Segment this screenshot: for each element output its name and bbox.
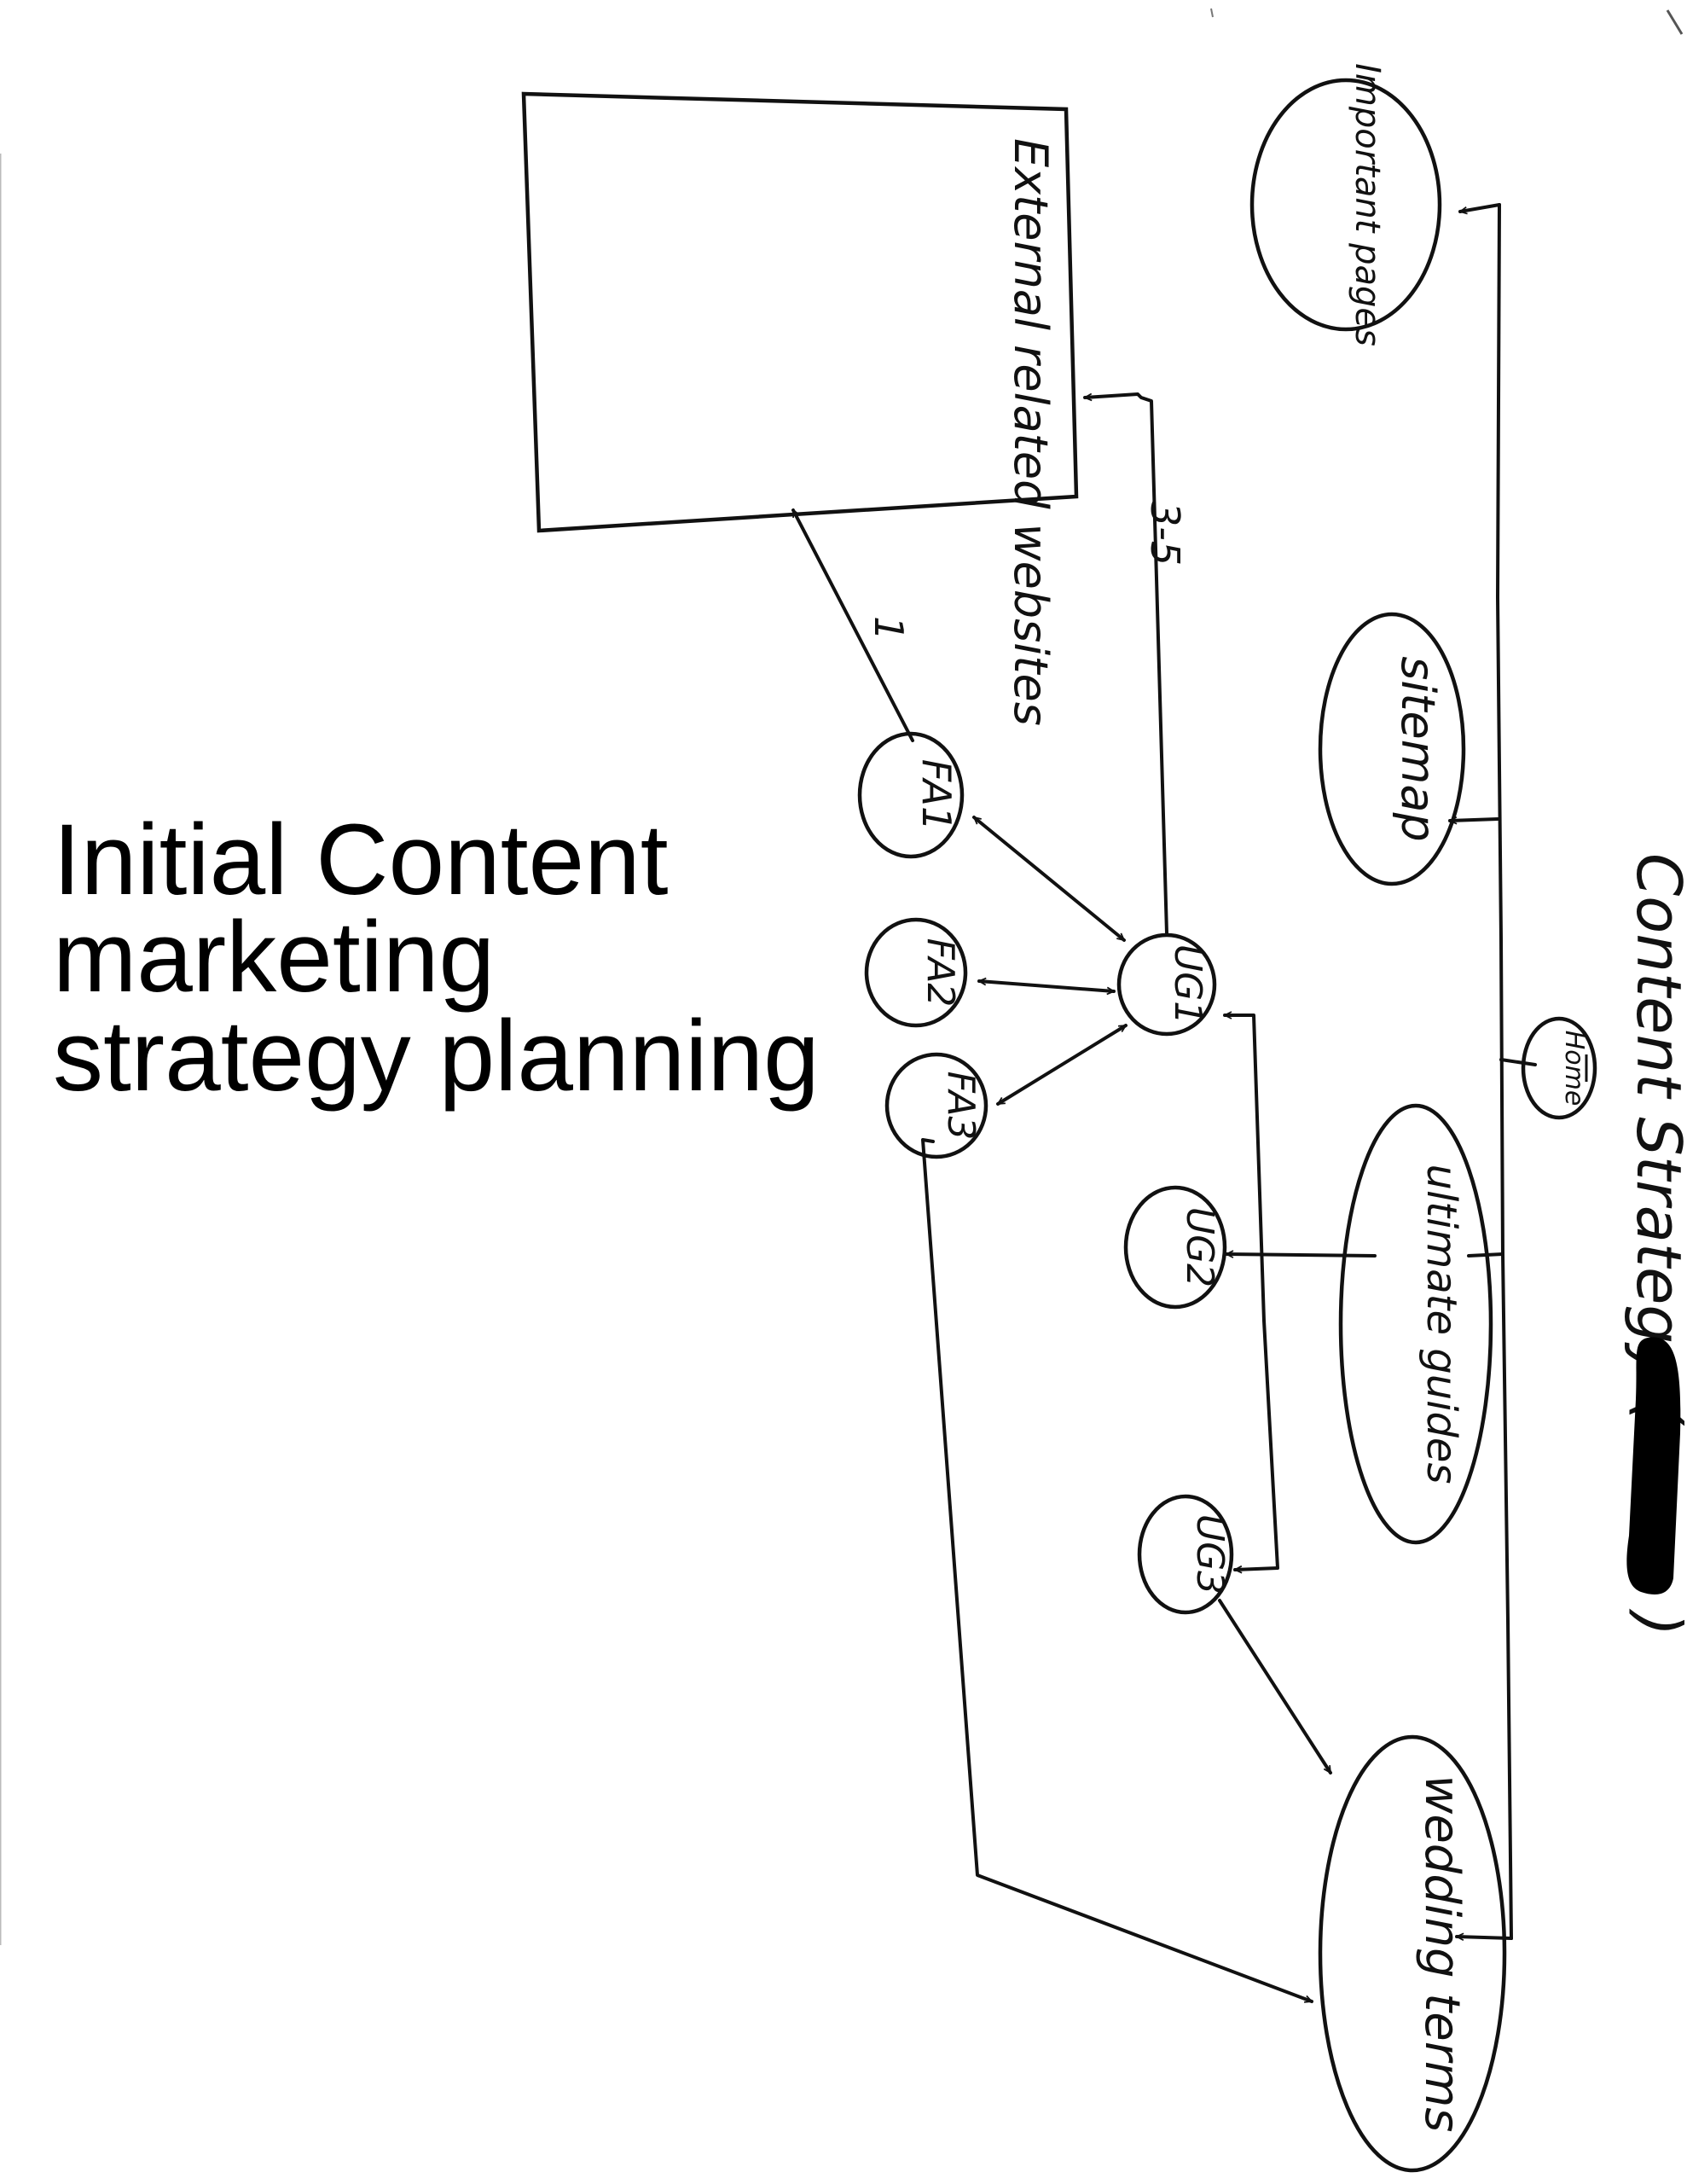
home-label: Home <box>1559 1031 1589 1107</box>
external-websites-box <box>521 91 1079 533</box>
edge-fa3-wedding-terms <box>921 1138 1313 2003</box>
wedding-terms-node: wedding terms <box>1318 1734 1507 2173</box>
edge-ultimate-guides-ug2 <box>1225 1254 1377 1256</box>
fa1-label: FA1 <box>913 759 959 832</box>
fa3-shape <box>884 1052 988 1159</box>
edge-fa1-external <box>791 508 914 742</box>
fa3-label: FA3 <box>939 1072 983 1141</box>
sitemap-node: sitemap <box>1318 612 1466 886</box>
page-title: Initial Content marketing strategy plann… <box>53 804 820 1112</box>
important-pages-label: Important pages <box>1348 63 1387 346</box>
edge-label-3-5: 3-5 <box>1142 502 1188 566</box>
scan-edge-marks <box>0 8 1684 1945</box>
edge-fa1-ug1 <box>972 816 1126 942</box>
edge-fa3-ug1 <box>996 1024 1128 1106</box>
fa1-shape <box>857 731 965 859</box>
fa1-node: FA1 <box>857 731 965 859</box>
title-line-1: Initial Content <box>53 804 669 916</box>
fa2-shape <box>864 917 968 1028</box>
wedding-terms-label: wedding terms <box>1414 1775 1470 2133</box>
external-websites-label: External related websites <box>1004 138 1058 726</box>
edge-trunk-important-pages <box>1458 203 1501 212</box>
edge-ug1-external <box>1083 392 1168 935</box>
connections <box>791 203 1537 2003</box>
home-node: Home <box>1521 1016 1597 1120</box>
content-strategy-header: Content Strategy ( ) <box>1623 853 1687 1636</box>
ug2-label: UG2 <box>1178 1207 1221 1287</box>
edge-trunk-wedding-terms <box>1455 1937 1513 1938</box>
ug3-node: UG3 <box>1137 1494 1234 1615</box>
fa2-label: FA2 <box>919 938 962 1008</box>
fa3-node: FA3 <box>884 1052 988 1159</box>
closing-paren: ) <box>1623 1608 1687 1636</box>
home-shape <box>1521 1016 1597 1120</box>
sitemap-shape <box>1318 612 1466 886</box>
ultimate-guides-shape <box>1338 1103 1493 1545</box>
important-pages-node: Important pages <box>1249 63 1442 346</box>
edge-home-trunk <box>1499 1058 1537 1066</box>
edge-ug3-wedding-terms <box>1218 1599 1332 1774</box>
ug1-node: UG1 <box>1116 932 1217 1037</box>
sitemap-label: sitemap <box>1391 656 1445 842</box>
main-trunk-line <box>1496 203 1513 1940</box>
external-websites-node: External related websites <box>521 91 1079 726</box>
important-pages-shape <box>1249 78 1442 332</box>
title-line-3: strategy planning <box>53 1000 820 1112</box>
ultimate-guides-label: ultimate guides <box>1417 1165 1465 1484</box>
ug3-shape <box>1137 1494 1234 1615</box>
ultimate-guides-node: ultimate guides <box>1338 1103 1493 1545</box>
ug2-shape <box>1123 1185 1227 1310</box>
edge-trunk-sitemap <box>1448 819 1499 821</box>
wedding-terms-shape <box>1318 1734 1507 2173</box>
ug1-label: UG1 <box>1166 944 1209 1025</box>
fa2-node: FA2 <box>864 917 968 1028</box>
content-strategy-text: Content Strategy ( <box>1623 853 1687 1426</box>
ug1-shape <box>1116 932 1217 1037</box>
edge-fa2-ug1 <box>977 981 1116 991</box>
edge-labels: 3-5 1 <box>866 502 1188 641</box>
ug2-node: UG2 <box>1123 1185 1227 1310</box>
edge-ug1-ug3-bracket <box>1223 1015 1279 1570</box>
edge-label-1: 1 <box>866 616 912 641</box>
redaction-mark <box>1626 1337 1681 1594</box>
title-line-2: marketing <box>53 901 495 1014</box>
ug3-label: UG3 <box>1188 1514 1232 1594</box>
